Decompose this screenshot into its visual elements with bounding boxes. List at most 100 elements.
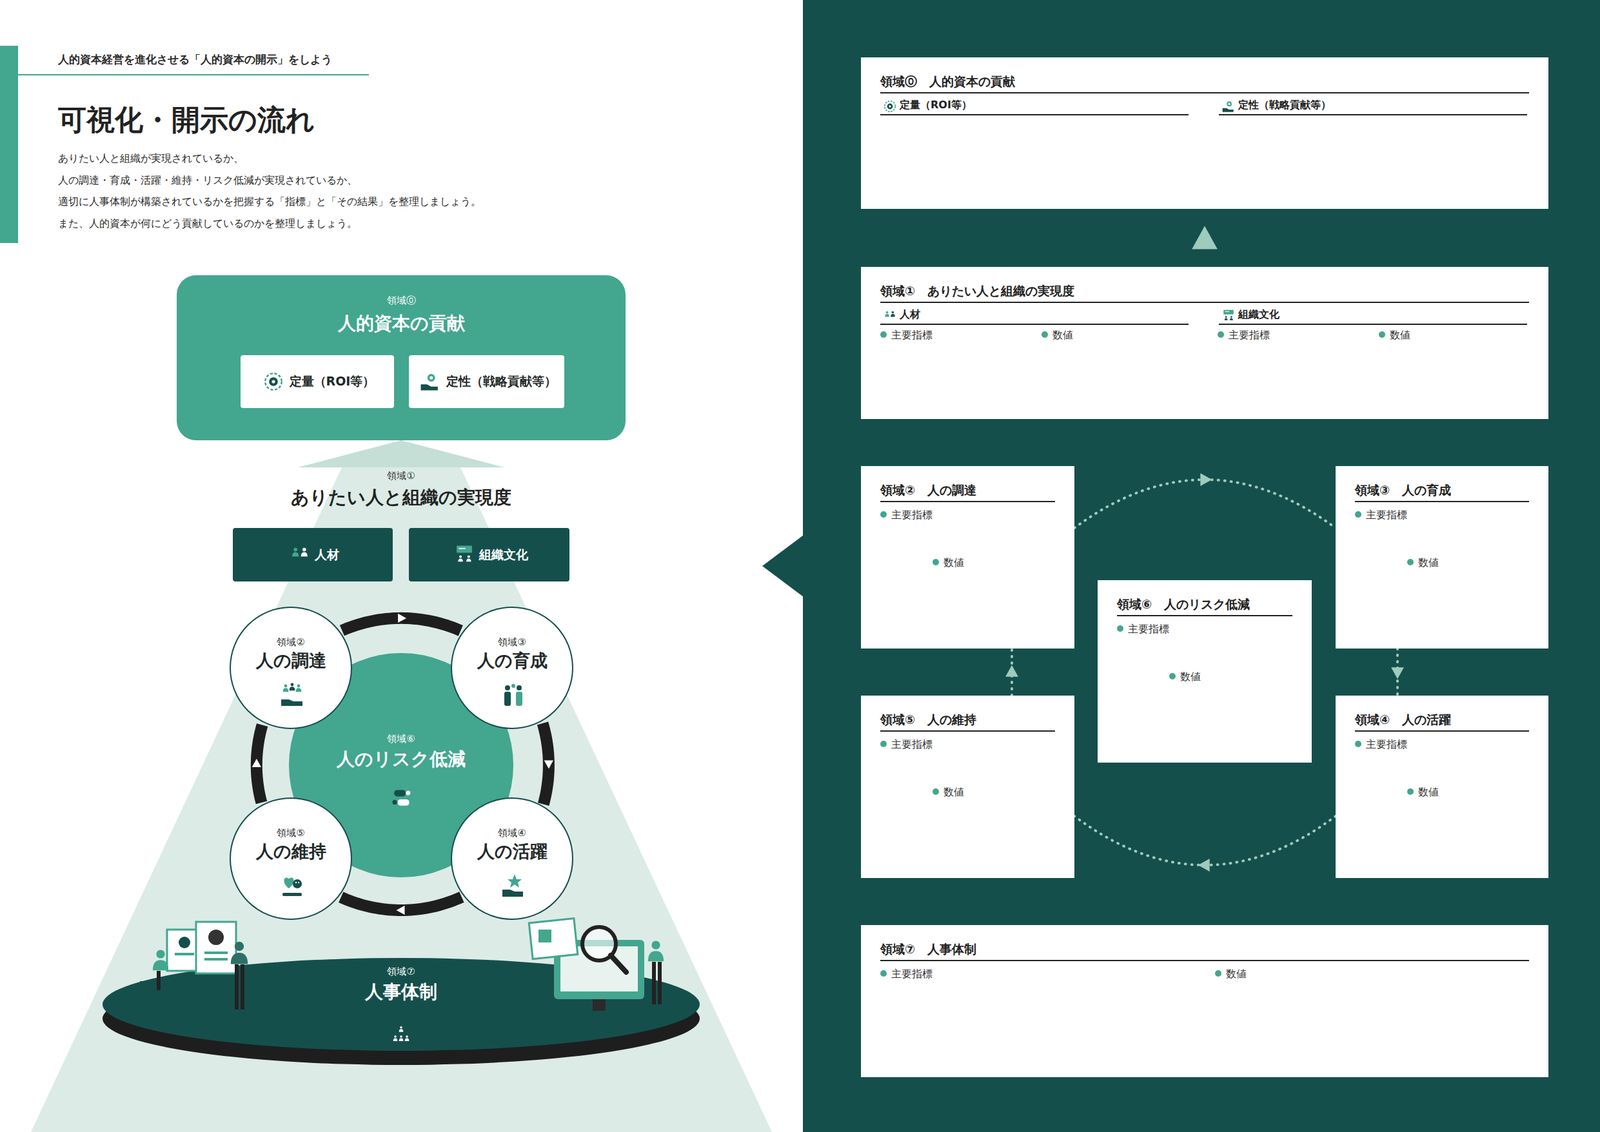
connector-group — [1074, 816, 1336, 872]
right-panel — [802, 0, 1600, 1132]
category-button: 人材 — [232, 528, 393, 582]
icon-rect — [397, 799, 410, 807]
node-title: 領域④ — [497, 827, 526, 840]
icon-rect — [139, 981, 166, 987]
icon-circle — [884, 101, 896, 113]
icon-circle — [234, 942, 244, 952]
connector-group — [542, 723, 554, 805]
icon-circle — [891, 310, 895, 314]
icon — [882, 308, 898, 324]
domain-circle: 領域③人の育成 — [450, 606, 574, 730]
connector-group — [341, 613, 461, 632]
node-text: 定性（戦略貢献等） — [1218, 98, 1528, 116]
icon-rect — [504, 691, 511, 707]
node-title: 組織文化 — [450, 547, 529, 563]
icon-circle — [290, 683, 295, 687]
icon — [500, 682, 527, 709]
node-title: 定性（戦略貢献等） — [416, 374, 557, 390]
node-text: 主要指標 — [1217, 328, 1379, 342]
icon-g — [421, 374, 438, 391]
node-text: 数値 — [1407, 556, 1439, 570]
icon-circle — [1230, 316, 1233, 318]
node-title: 領域⑤ 人の維持 — [880, 712, 1056, 732]
node-text: 数値 — [1041, 328, 1188, 342]
domain-circle: 領域⑤人の維持 — [229, 797, 353, 921]
icon-g — [292, 547, 308, 557]
icon-rect — [1223, 309, 1234, 315]
icon-path — [421, 384, 438, 391]
node-title: 領域⑥ — [386, 733, 415, 746]
icon-circle — [156, 949, 165, 959]
icon — [389, 787, 413, 811]
icon-g — [265, 373, 282, 391]
metric-button: 定量（ROI等） — [240, 355, 395, 409]
icon-path — [301, 552, 308, 557]
icon-rect — [651, 962, 656, 1005]
icon-circle — [405, 790, 411, 796]
icon — [882, 99, 898, 114]
icon-circle — [292, 879, 302, 889]
node-text: 主要指標 — [1354, 738, 1408, 752]
domain-circle: 領域②人の調達 — [229, 606, 353, 730]
icon-path — [884, 314, 890, 317]
header-underline — [18, 74, 369, 76]
icon-circle — [392, 800, 398, 805]
icon-circle — [284, 684, 288, 689]
icon-circle — [888, 105, 891, 108]
icon-g — [281, 683, 303, 707]
icon-circle — [178, 937, 191, 949]
icon-path — [393, 1038, 398, 1042]
arrowhead — [1198, 859, 1210, 872]
arrowhead — [252, 759, 262, 768]
icon-g — [1222, 101, 1234, 113]
worksheet-box: 領域⑦ 人事体制主要指標数値 — [860, 925, 1549, 1078]
icon-path — [1222, 108, 1234, 113]
node-text: ありたい人と組織の実現度 — [290, 486, 512, 509]
icon — [1221, 308, 1236, 324]
worksheet-box: 領域⓪ 人的資本の貢献定量（ROI等）定性（戦略貢献等） — [860, 57, 1549, 209]
accent-bar — [0, 45, 19, 244]
icon-circle — [511, 684, 516, 689]
icon-path — [507, 874, 522, 889]
node-title: 領域⓪ — [386, 294, 416, 307]
node-text: 数値 — [1169, 670, 1201, 684]
hr-platform: 領域⑦人事体制 — [102, 958, 700, 1052]
node-text: 人の調達 — [256, 650, 327, 672]
arrowhead — [1191, 225, 1218, 249]
icon — [279, 873, 306, 899]
icon-circle — [504, 685, 511, 691]
icon — [391, 1025, 411, 1045]
node-text: 人材 — [880, 308, 1189, 326]
intro-text: 人の調達・育成・活躍・維持・リスク低減が実現されているか、 — [58, 174, 358, 188]
icon-rect — [174, 953, 195, 956]
connector-group — [297, 440, 505, 468]
intro-text: 適切に人事体制が構築されているかを把握する「指標」と「その結果」を整理しましょう… — [58, 195, 482, 209]
node-text: 数値 — [932, 556, 965, 570]
icon-circle — [1226, 101, 1232, 107]
node-text: 主要指標 — [880, 508, 933, 522]
node-text: 主要指標 — [880, 328, 1042, 342]
intro-text: また、人的資本が何にどう貢献しているのかを整理しましょう。 — [58, 217, 358, 231]
realization-band: 領域①ありたい人と組織の実現度人材組織文化 — [232, 467, 570, 582]
connector-group — [341, 897, 462, 916]
icon-rect — [538, 929, 552, 943]
icon-rect — [156, 971, 161, 991]
icon-path — [1224, 317, 1228, 320]
icon — [453, 544, 476, 567]
arrowhead — [1391, 667, 1404, 680]
icon-g — [1223, 309, 1234, 320]
icon-circle — [399, 1026, 403, 1030]
worksheet-box: 領域⑤ 人の維持主要指標数値 — [860, 695, 1075, 879]
icon-g — [393, 1026, 410, 1042]
icon-line — [610, 955, 627, 973]
node-text: 人の維持 — [256, 840, 327, 863]
icon-circle — [293, 547, 298, 552]
icon-path — [283, 688, 289, 692]
connector-group — [1074, 473, 1336, 529]
node-text: 定量（ROI等） — [880, 98, 1189, 116]
worksheet-box: 領域① ありたい人と組織の実現度人材組織文化主要指標数値主要指標数値 — [860, 266, 1549, 420]
node-text: 主要指標 — [880, 967, 1215, 981]
node-text: 人の活躍 — [477, 840, 548, 863]
node-text: 主要指標 — [880, 738, 933, 752]
icon — [288, 544, 311, 567]
